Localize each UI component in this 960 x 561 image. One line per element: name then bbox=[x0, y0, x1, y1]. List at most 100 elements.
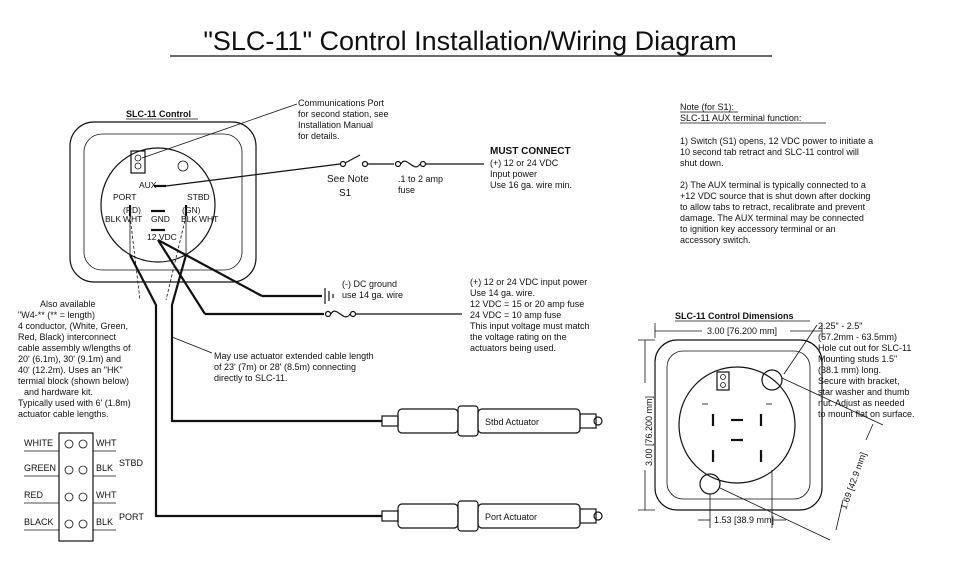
fuse-terminal-icon bbox=[419, 160, 427, 168]
stbd-label: STBD bbox=[187, 192, 210, 202]
diag-dim-line bbox=[835, 499, 844, 531]
stbd-blk-label: BLK bbox=[181, 214, 197, 224]
svg-text:accessory switch.: accessory switch. bbox=[680, 235, 751, 245]
aux-wire bbox=[165, 163, 341, 187]
dim-mount-hole-top bbox=[761, 369, 783, 391]
svg-text:Use 14 ga. wire.: Use 14 ga. wire. bbox=[470, 288, 535, 298]
svg-text:See Note: See Note bbox=[327, 174, 369, 185]
svg-text:24 VDC = 10 amp fuse: 24 VDC = 10 amp fuse bbox=[470, 310, 561, 320]
power-wire bbox=[157, 239, 206, 315]
svg-text:SLC-11 AUX terminal function:: SLC-11 AUX terminal function: bbox=[680, 113, 801, 123]
svg-text:Mounting studs 1.5": Mounting studs 1.5" bbox=[818, 354, 897, 364]
terminal-label-blk: BLK bbox=[96, 463, 113, 473]
comm-port-note: Communications Port for second station, … bbox=[298, 98, 389, 141]
svg-text:Communications Port: Communications Port bbox=[298, 98, 385, 108]
svg-text:May use actuator extended cabl: May use actuator extended cable length bbox=[214, 351, 374, 361]
svg-text:(57.2mm - 63.5mm): (57.2mm - 63.5mm) bbox=[818, 332, 897, 342]
svg-text:use 14 ga. wire: use 14 ga. wire bbox=[342, 290, 403, 300]
terminal-label-blk: BLK bbox=[96, 517, 113, 527]
svg-text:and hardware kit.: and hardware kit. bbox=[24, 387, 93, 397]
svg-text:Note (for S1):: Note (for S1): bbox=[680, 102, 734, 112]
stbd-wht-label: WHT bbox=[199, 214, 218, 224]
dim-bezel bbox=[666, 350, 811, 500]
svg-text:Red, Black) interconnect: Red, Black) interconnect bbox=[18, 332, 117, 342]
port-label: PORT bbox=[113, 192, 136, 202]
svg-text:MUST CONNECT: MUST CONNECT bbox=[490, 146, 571, 157]
terminal-label-black: BLACK bbox=[24, 517, 54, 527]
svg-text:20' (6.1m), 30' (9.1m) and: 20' (6.1m), 30' (9.1m) and bbox=[18, 354, 121, 364]
terminal-label-green: GREEN bbox=[24, 463, 56, 473]
switch-s1-icon[interactable] bbox=[344, 154, 361, 164]
svg-text:for second station, see: for second station, see bbox=[298, 109, 389, 119]
svg-text:Hole cut out for SLC-11: Hole cut out for SLC-11 bbox=[818, 343, 911, 353]
port-actuator[interactable] bbox=[381, 500, 603, 532]
svg-text:to mount flat on surface.: to mount flat on surface. bbox=[818, 409, 915, 419]
svg-text:fuse: fuse bbox=[398, 185, 415, 195]
page-title: "SLC-11" Control Installation/Wiring Dia… bbox=[203, 26, 736, 56]
dim-comm-pin bbox=[720, 382, 726, 388]
terminal-label-wht: WHT bbox=[96, 490, 117, 500]
switch-terminal-icon bbox=[361, 160, 369, 168]
svg-text:10 second tab retract and SLC-: 10 second tab retract and SLC-11 control… bbox=[680, 147, 859, 157]
cable-note: May use actuator extended cable length o… bbox=[214, 351, 374, 383]
svg-text:Installation Manual: Installation Manual bbox=[298, 120, 373, 130]
dim-comm-port bbox=[716, 371, 730, 391]
also-available-note: Also available "W4-** (** = length) 4 co… bbox=[18, 299, 131, 419]
cutout-note: 2.25" - 2.5" (57.2mm - 63.5mm) Hole cut … bbox=[818, 321, 915, 419]
control-housing bbox=[69, 121, 257, 283]
aux-label: AUX bbox=[139, 180, 157, 190]
svg-text:cable assembly w/lengths of: cable assembly w/lengths of bbox=[18, 343, 131, 353]
small-fuse-label: .1 to 2 amp fuse bbox=[398, 174, 443, 195]
stbd-cable bbox=[170, 254, 382, 423]
comm-port-connector[interactable] bbox=[130, 150, 146, 174]
gnd-wire bbox=[157, 239, 263, 297]
port-wht-label: WHT bbox=[123, 214, 142, 224]
see-note-label: See Note S1 bbox=[327, 174, 369, 199]
svg-text:4 conductor, (White, Green,: 4 conductor, (White, Green, bbox=[18, 321, 128, 331]
svg-text:2) The AUX terminal is typical: 2) The AUX terminal is typically connect… bbox=[680, 180, 866, 190]
svg-text:12 VDC = 15 or 20 amp fuse: 12 VDC = 15 or 20 amp fuse bbox=[470, 299, 584, 309]
svg-text:This input voltage must match: This input voltage must match bbox=[470, 321, 590, 331]
control-face bbox=[100, 147, 216, 263]
height-dim-label: 3.00 [76.200 mm] bbox=[644, 396, 654, 466]
s1-note: Note (for S1): SLC-11 AUX terminal funct… bbox=[680, 102, 873, 245]
diag-dim-line bbox=[865, 423, 874, 441]
dim-comm-pin bbox=[720, 374, 726, 380]
fuse-terminal-icon bbox=[349, 310, 357, 318]
svg-text:+12 VDC source that is shut do: +12 VDC source that is shut down after d… bbox=[680, 191, 870, 201]
comm-port-leader bbox=[141, 103, 298, 159]
switch-terminal-icon bbox=[339, 160, 347, 168]
svg-text:of 23' (7m) or 28' (8.5m) conn: of 23' (7m) or 28' (8.5m) connecting bbox=[214, 362, 356, 372]
input-power-note: (+) 12 or 24 VDC input power Use 14 ga. … bbox=[470, 277, 590, 353]
stbd-actuator[interactable] bbox=[381, 405, 603, 437]
cutout-leader bbox=[783, 324, 818, 375]
small-fuse-icon[interactable] bbox=[400, 160, 421, 168]
gn-label: (GN) bbox=[182, 205, 201, 215]
svg-text:"W4-** (** = length): "W4-** (** = length) bbox=[18, 310, 95, 320]
vdc-label: 12 VDC bbox=[147, 232, 177, 242]
cable-note-leader bbox=[171, 336, 213, 354]
svg-text:Input power: Input power bbox=[490, 169, 537, 179]
fuse-terminal-icon bbox=[324, 310, 332, 318]
svg-text:shut down.: shut down. bbox=[680, 158, 724, 168]
diag-dim-label: 1.69 [42.9 mm] bbox=[838, 451, 868, 511]
terminal-label-wht: WHT bbox=[96, 438, 117, 448]
dim-face bbox=[678, 366, 796, 484]
svg-text:1) Switch (S1) opens, 12 VDC p: 1) Switch (S1) opens, 12 VDC power to in… bbox=[680, 136, 873, 146]
svg-text:2.25" - 2.5": 2.25" - 2.5" bbox=[818, 321, 862, 331]
svg-text:to allow tabs to retract, reca: to allow tabs to retract, recalibrate an… bbox=[680, 202, 866, 212]
svg-text:S1: S1 bbox=[339, 188, 352, 199]
diag-extension bbox=[719, 487, 831, 541]
svg-text:40' (12.2m). Uses an "HK": 40' (12.2m). Uses an "HK" bbox=[18, 365, 123, 375]
svg-text:damage. The AUX terminal may b: damage. The AUX terminal may be connecte… bbox=[680, 213, 864, 223]
svg-text:(+) 12 or 24 VDC: (+) 12 or 24 VDC bbox=[490, 158, 559, 168]
svg-text:actuators being used.: actuators being used. bbox=[470, 343, 556, 353]
terminal-stbd-label: STBD bbox=[119, 458, 144, 468]
svg-text:nut. Adjust as needed: nut. Adjust as needed bbox=[818, 398, 905, 408]
svg-text:directly to SLC-11.: directly to SLC-11. bbox=[214, 373, 287, 383]
terminal-port-label: PORT bbox=[119, 512, 144, 522]
terminal-label-red: RED bbox=[24, 490, 44, 500]
svg-text:Also available: Also available bbox=[40, 299, 96, 309]
main-fuse-icon[interactable] bbox=[330, 310, 351, 318]
